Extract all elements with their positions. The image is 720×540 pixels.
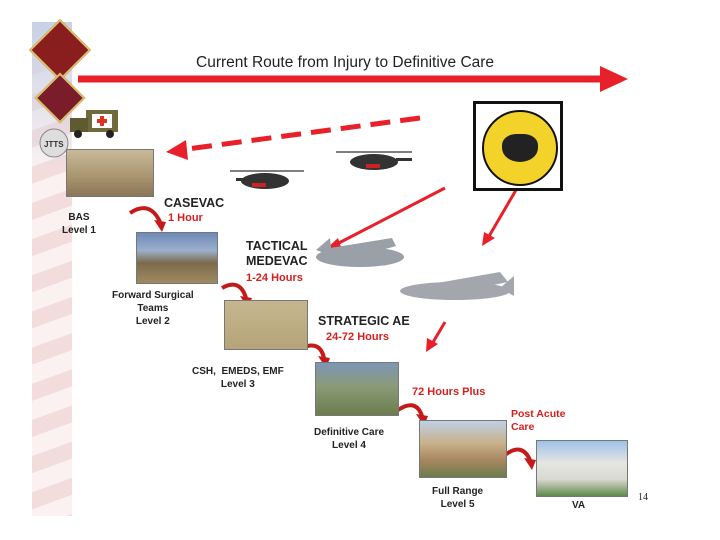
curve-arrow-1 — [128, 206, 162, 223]
definitive-care-photo — [315, 362, 399, 416]
tactical-medevac-label: TACTICAL MEDEVAC — [246, 239, 308, 268]
helicopter-icon-2 — [336, 151, 412, 170]
helicopter-icon-1 — [230, 170, 304, 189]
72-hours-plus-label: 72 Hours Plus — [412, 386, 486, 398]
va-photo — [536, 440, 628, 497]
dashed-arrow — [179, 115, 421, 153]
va-label: VA — [572, 500, 586, 511]
curve-arrow-4 — [396, 403, 424, 417]
bas-photo — [66, 149, 154, 197]
page-number: 14 — [638, 492, 648, 503]
csh-label: CSH, EMEDS, EMF Level 3 — [192, 366, 284, 390]
slide-title: Current Route from Injury to Definitive … — [196, 54, 495, 71]
strategic-time: 24-72 Hours — [326, 331, 389, 343]
tactical-time: 1-24 Hours — [246, 272, 303, 284]
strategic-arrow — [430, 321, 447, 345]
ambulance-icon — [70, 110, 118, 138]
emblem-arrow-left — [334, 186, 446, 247]
svg-text:JTTS: JTTS — [44, 140, 64, 149]
fst-label: Forward Surgical Teams Level 2 — [112, 290, 194, 327]
curve-arrow-2 — [221, 282, 248, 299]
csh-photo — [224, 300, 308, 350]
definitive-care-label: Definitive Care Level 4 — [314, 427, 385, 451]
fst-photo — [136, 232, 218, 284]
emblem-arrow-right — [486, 189, 518, 239]
full-range-label: Full Range Level 5 — [432, 486, 484, 510]
c130-aircraft-icon — [316, 238, 404, 267]
c17-aircraft-icon — [400, 272, 514, 300]
dashed-arrowhead — [166, 140, 188, 160]
post-acute-care-label: Post Acute Care — [511, 408, 566, 433]
curve-arrow-5 — [503, 447, 532, 461]
main-route-arrowhead — [600, 66, 628, 92]
casevac-label: CASEVAC — [164, 196, 225, 210]
strategic-ae-label: STRATEGIC AE — [318, 314, 410, 328]
bas-label: BAS Level 1 — [62, 212, 96, 236]
jtts-logo — [39, 128, 69, 158]
casevac-time: 1 Hour — [168, 212, 203, 224]
full-range-photo — [419, 420, 507, 478]
panther-emblem — [473, 101, 563, 191]
